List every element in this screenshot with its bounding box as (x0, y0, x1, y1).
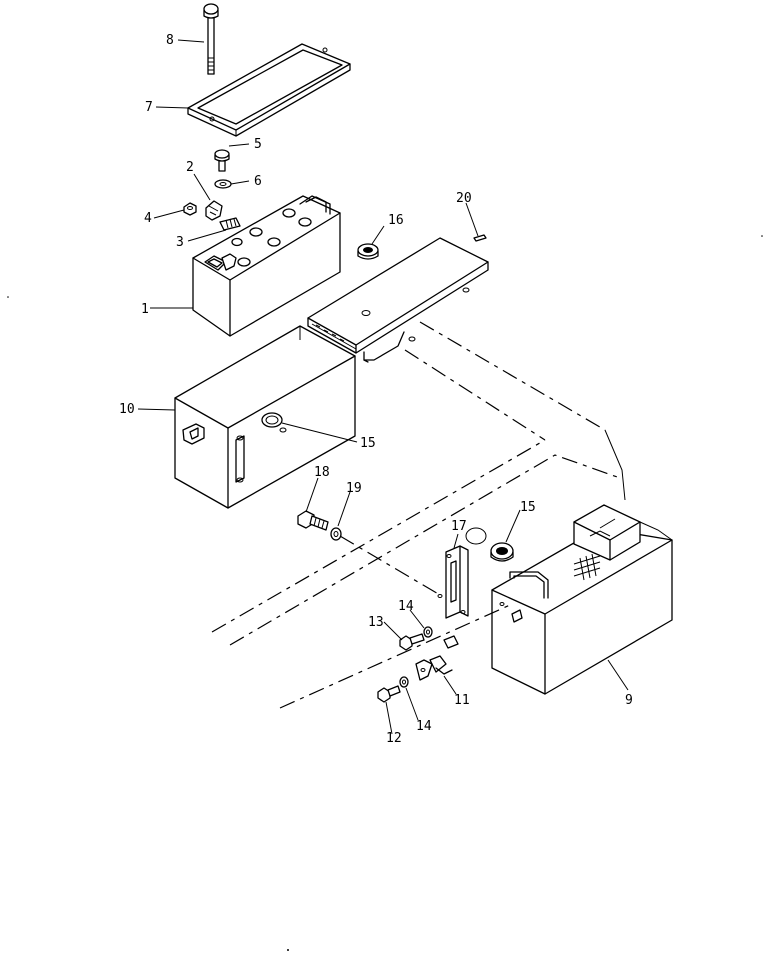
callout-4: 4 (144, 211, 152, 226)
callout-20: 20 (456, 191, 472, 206)
callout-12: 12 (386, 731, 402, 746)
part-19-washer (330, 527, 342, 541)
part-18-bolt (297, 510, 329, 531)
callout-11: 11 (454, 693, 470, 708)
callout-7: 7 (145, 100, 153, 115)
callout-14-lower: 14 (416, 719, 432, 734)
part-1-battery (192, 195, 341, 337)
part-11-clip (415, 635, 459, 681)
center-lines (211, 321, 626, 709)
callout-6: 6 (254, 174, 262, 189)
top-cover-plate (307, 237, 489, 363)
callout-2: 2 (186, 160, 194, 175)
part-12-bolt (377, 685, 401, 703)
part-8-bolt (203, 3, 219, 75)
part-14-washer-upper (423, 626, 433, 638)
callout-18: 18 (314, 465, 330, 480)
part-7-hold-down-frame (187, 43, 351, 137)
part-13-bolt (399, 633, 425, 651)
part-17-bracket (437, 527, 487, 619)
callout-19: 19 (346, 481, 362, 496)
stray-marks (7, 235, 763, 951)
part-14-washer-lower (399, 676, 409, 688)
part-15-grommet-right (490, 542, 514, 562)
callout-labels: 8 7 5 6 2 4 3 1 16 20 10 15 18 19 17 15 … (119, 33, 633, 746)
part-20-pin (473, 234, 487, 242)
callout-10: 10 (119, 402, 135, 417)
callout-1: 1 (141, 302, 149, 317)
callout-17: 17 (451, 519, 467, 534)
part-4-nut (183, 202, 197, 216)
part-9-battery (491, 504, 673, 695)
part-2-terminal (205, 200, 223, 221)
part-16-grommet (357, 243, 379, 260)
part-5-bolt (214, 149, 230, 172)
callout-13: 13 (368, 615, 384, 630)
part-6-washer (214, 179, 232, 189)
part-10-battery-box (174, 325, 356, 509)
callout-3: 3 (176, 235, 184, 250)
callout-16: 16 (388, 213, 404, 228)
leader-lines (137, 39, 629, 735)
callout-15-box: 15 (360, 436, 376, 451)
callout-5: 5 (254, 137, 262, 152)
callout-14-upper: 14 (398, 599, 414, 614)
part-3-bolt (219, 217, 241, 231)
callout-8: 8 (166, 33, 174, 48)
callout-15-right: 15 (520, 500, 536, 515)
callout-9: 9 (625, 693, 633, 708)
